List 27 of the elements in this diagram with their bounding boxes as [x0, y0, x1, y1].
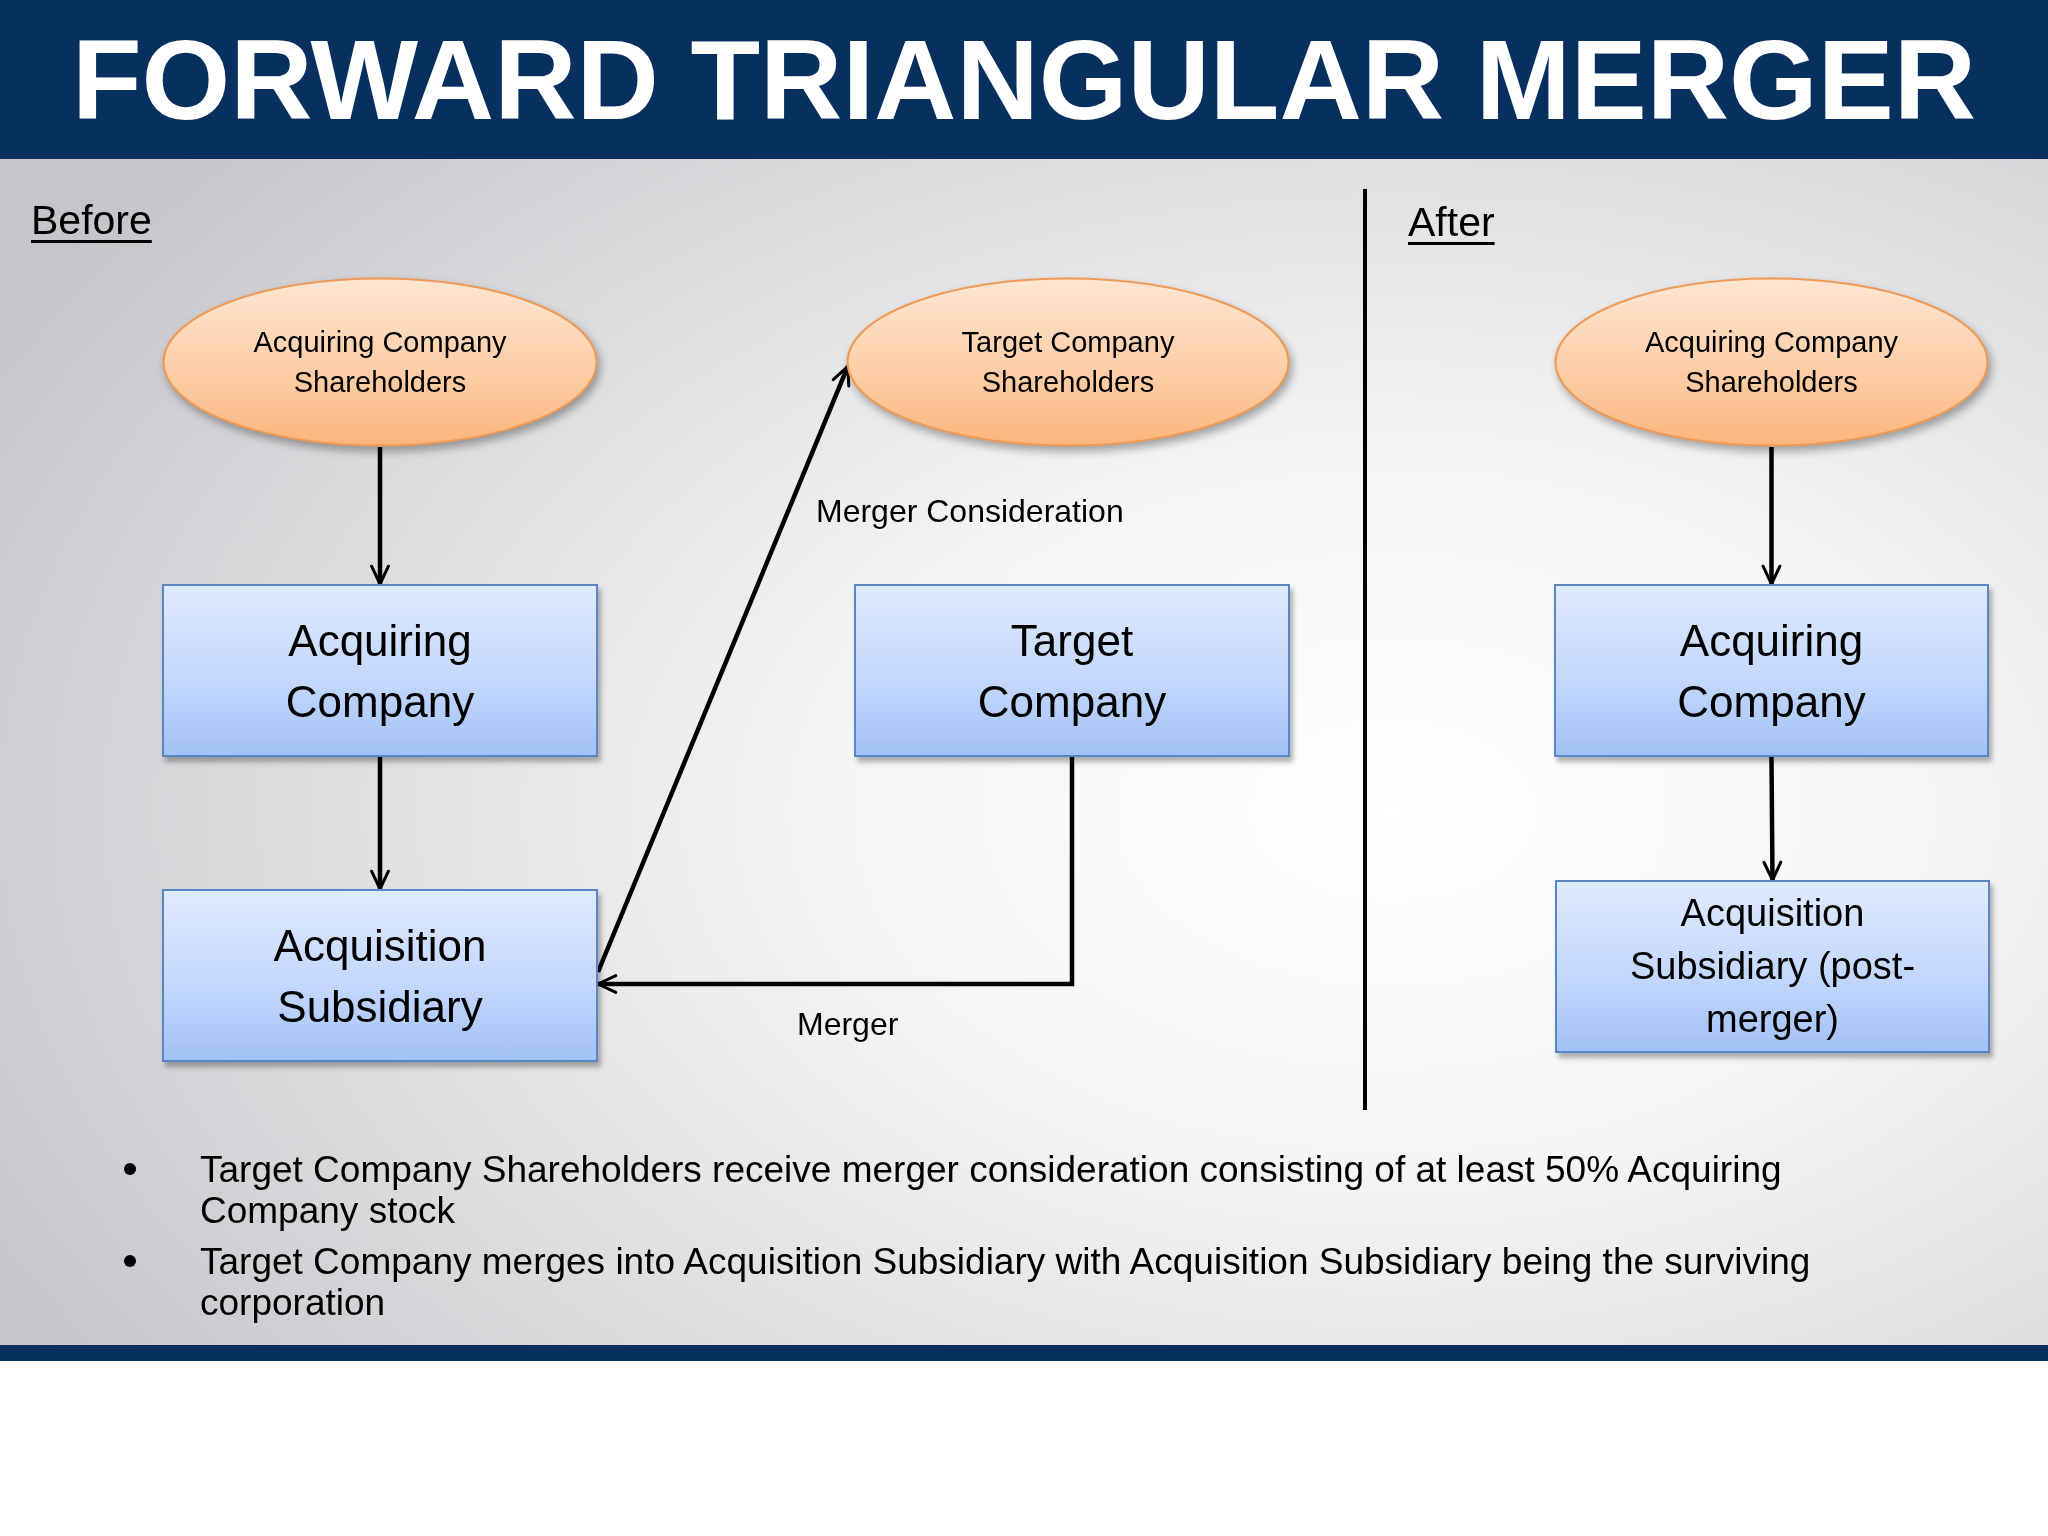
node-label: Acquisition Subsidiary (post-merger) [1628, 891, 1917, 1042]
entity-box [1554, 584, 1989, 757]
entity-box [854, 584, 1290, 757]
node-label: Acquiring Company Shareholders [252, 325, 508, 400]
node-label: Target Company Shareholders [960, 325, 1176, 400]
entity-box [1555, 880, 1990, 1053]
section-heading: Before [31, 196, 152, 244]
node-label: Target Company [976, 614, 1168, 728]
entity-box [162, 584, 598, 757]
arrow [1762, 757, 1783, 882]
node-label: Acquisition Subsidiary [272, 919, 488, 1033]
arrow [370, 757, 390, 891]
ellipse-node [162, 277, 598, 447]
arrow [1761, 447, 1782, 586]
section-heading: After [1408, 198, 1495, 246]
node-label: Acquiring Company [284, 614, 476, 728]
node-label: Acquiring Company [1676, 614, 1867, 728]
node-label: Acquiring Company Shareholders [1643, 325, 1900, 400]
bullet-text: Target Company merges into Acquisition Subsidiary with Acquisition Subsidiary being the surviving corporation [200, 1241, 1812, 1323]
entity-box [162, 889, 598, 1062]
title: FORWARD TRIANGULAR MERGER [71, 16, 1977, 144]
bullet-text: Target Company Shareholders receive merger consideration consisting of at least 50% Acquiring Company stock [200, 1149, 1783, 1231]
ellipse-node [1554, 277, 1989, 447]
edge-label: Merger [797, 1005, 899, 1044]
edge-label: Merger Consideration [816, 492, 1124, 531]
arrow [370, 447, 390, 586]
ellipse-node [846, 277, 1290, 447]
